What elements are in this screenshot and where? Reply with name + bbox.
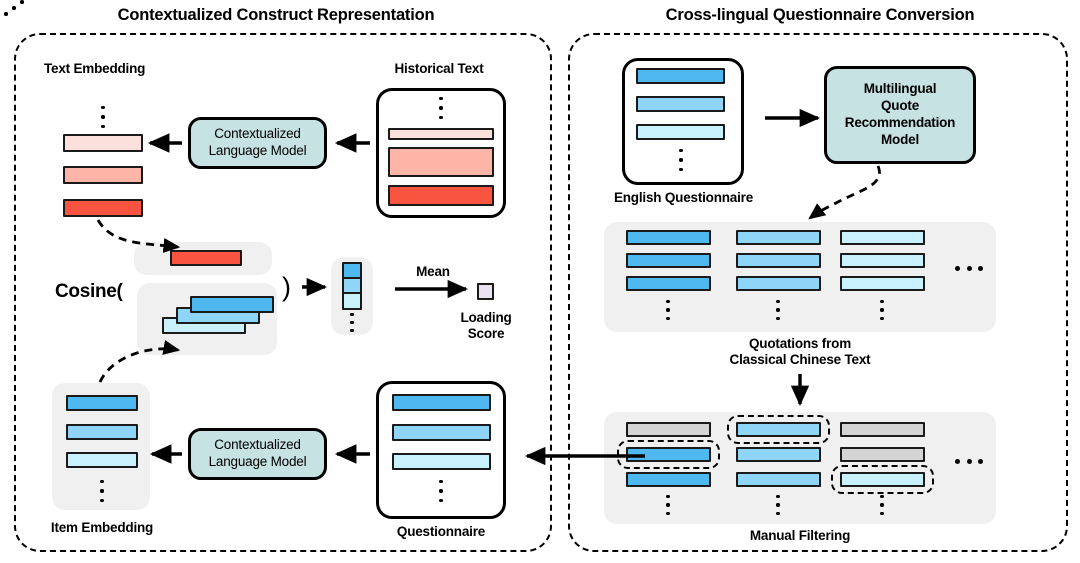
- model-box-contextualized-top[interactable]: Contextualized Language Model: [188, 117, 327, 169]
- panel-frame-right: [568, 33, 1068, 552]
- label-quotations-classical-chinese: Quotations from Classical Chinese Text: [691, 336, 909, 369]
- model-box-multi-line4: Model: [881, 131, 919, 147]
- text-embedding-bar-3: [63, 199, 143, 217]
- item-embedding-bar-1: [66, 395, 138, 411]
- filter-bar-c2-r1: [736, 422, 821, 437]
- quotation-bar-c2-r1: [736, 230, 821, 245]
- label-text-embedding: Text Embedding: [44, 61, 146, 76]
- label-loading-score-line1: Loading: [460, 310, 512, 325]
- text-embedding-bar-1: [63, 134, 143, 152]
- model-box-multi-line2: Quote: [881, 98, 919, 114]
- panel-title-right: Cross-lingual Questionnaire Conversion: [665, 6, 975, 24]
- filter-bar-c2-r2: [736, 447, 821, 462]
- quotation-col2-ellipsis: [776, 300, 780, 320]
- panel-title-left: Contextualized Construct Representation: [117, 6, 435, 24]
- english-questionnaire-bar-2: [636, 96, 725, 112]
- quotations-horizontal-ellipsis: [955, 265, 983, 271]
- model-box-multi-line3: Recommendation: [844, 115, 956, 130]
- label-historical-text: Historical Text: [394, 61, 484, 76]
- label-questionnaire: Questionnaire: [396, 524, 486, 539]
- historical-text-ellipsis: [439, 97, 443, 119]
- quotation-bar-c1-r1: [626, 230, 711, 245]
- english-questionnaire-bar-1: [636, 68, 725, 84]
- historical-text-bar-1: [388, 128, 494, 140]
- filter-col3-ellipsis: [880, 495, 884, 515]
- historical-text-bar-2: [388, 147, 494, 177]
- label-cosine: Cosine(: [55, 281, 123, 302]
- mean-vector-ellipsis: [350, 313, 354, 332]
- model-box-top-line2: Language Model: [208, 143, 307, 158]
- model-box-top-line1: Contextualized: [214, 126, 301, 142]
- quotation-bar-c1-r2: [626, 253, 711, 268]
- quotation-bar-c2-r3: [736, 276, 821, 291]
- model-box-bottom-line2: Language Model: [208, 454, 307, 469]
- quotation-bar-c1-r3: [626, 276, 711, 291]
- label-english-questionnaire: English Questionnaire: [613, 190, 754, 205]
- model-box-multi-line1: Multilingual: [863, 81, 937, 97]
- quotation-bar-c3-r3: [840, 276, 925, 291]
- filter-bar-c3-r2: [840, 447, 925, 462]
- model-box-contextualized-bottom[interactable]: Contextualized Language Model: [188, 428, 327, 480]
- quotation-bar-c3-r2: [840, 253, 925, 268]
- mean-vector-cell-3: [342, 292, 362, 310]
- historical-text-bar-3: [388, 185, 494, 206]
- model-box-bottom-line1: Contextualized: [214, 437, 301, 453]
- filter-selection-ring-c2-r1: [727, 415, 830, 444]
- questionnaire-bar-2: [392, 424, 491, 441]
- label-loading-score: Loading Score: [441, 310, 531, 343]
- filter-col1-ellipsis: [666, 495, 670, 515]
- label-quotations-line2: Classical Chinese Text: [729, 352, 871, 368]
- filter-bar-c3-r3: [840, 472, 925, 487]
- label-mean: Mean: [416, 264, 450, 279]
- label-manual-filtering: Manual Filtering: [749, 528, 851, 543]
- filter-bar-c3-r1: [840, 422, 925, 437]
- loading-score-square: [477, 283, 494, 300]
- quotation-col1-ellipsis: [666, 300, 670, 320]
- label-quotations-line1: Quotations from: [749, 336, 851, 351]
- item-embedding-bar-2: [66, 424, 138, 440]
- label-item-embedding: Item Embedding: [50, 520, 154, 535]
- questionnaire-bar-1: [392, 394, 491, 411]
- text-embedding-bar-2: [63, 166, 143, 184]
- item-embedding-ellipsis: [100, 480, 104, 502]
- model-box-multilingual-quote[interactable]: Multilingual Quote Recommendation Model: [824, 66, 976, 164]
- questionnaire-ellipsis: [439, 480, 443, 502]
- label-loading-score-line2: Score: [467, 326, 505, 342]
- text-embedding-ellipsis: [101, 106, 105, 128]
- filter-bar-c2-r3: [736, 472, 821, 487]
- filter-col2-ellipsis: [776, 495, 780, 515]
- quotation-bar-c3-r1: [840, 230, 925, 245]
- questionnaire-bar-3: [392, 453, 491, 470]
- manual-filtering-horizontal-ellipsis: [955, 458, 983, 464]
- filter-bar-c1-r3: [626, 472, 711, 487]
- quotation-bar-c2-r2: [736, 253, 821, 268]
- filter-bar-c1-r2: [626, 447, 711, 462]
- item-embedding-bar-3: [66, 452, 138, 468]
- english-questionnaire-bar-3: [636, 124, 725, 140]
- filter-selection-ring-c3-r3: [831, 465, 934, 494]
- cosine-blue-stack-bar-3: [190, 296, 274, 313]
- cosine-blue-stack-ellipsis: [0, 0, 30, 18]
- english-questionnaire-ellipsis: [679, 149, 683, 171]
- cosine-red-bar: [170, 250, 242, 266]
- quotation-col3-ellipsis: [880, 300, 884, 320]
- label-close-paren: ): [282, 272, 291, 302]
- filter-bar-c1-r1: [626, 422, 711, 437]
- panel-frame-left: [14, 33, 552, 552]
